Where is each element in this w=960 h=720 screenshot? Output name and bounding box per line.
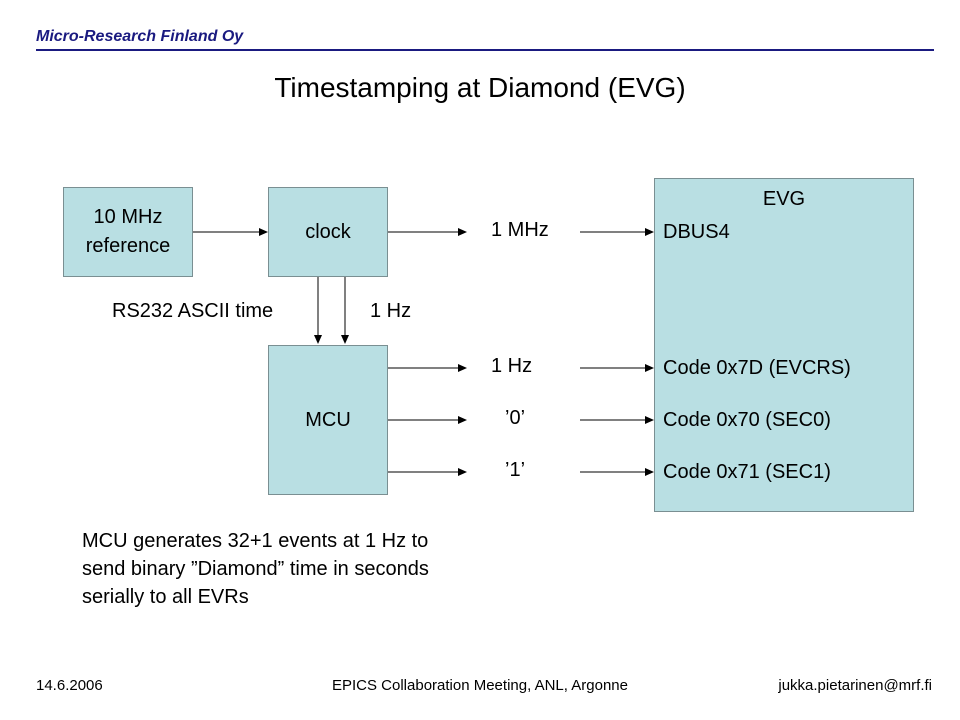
label-1hz-mcu: 1 Hz: [491, 355, 533, 377]
label-one: ’1’: [505, 459, 526, 481]
footer-event: EPICS Collaboration Meeting, ANL, Argonn…: [331, 677, 628, 694]
evg-code-sec0: Code 0x70 (SEC0): [663, 409, 831, 431]
mcu-box: MCU: [268, 345, 388, 495]
evg-code-sec1: Code 0x71 (SEC1): [663, 461, 831, 483]
slide-title: Timestamping at Diamond (EVG): [274, 72, 686, 103]
note-line-3: serially to all EVRs: [82, 586, 249, 608]
mcu-note: MCU generates 32+1 events at 1 Hz to sen…: [82, 527, 512, 611]
label-1hz-clock: 1 Hz: [370, 300, 412, 322]
note-line-2: send binary ”Diamond” time in seconds: [82, 558, 429, 580]
footer-email: jukka.pietarinen@mrf.fi: [778, 677, 932, 694]
label-zero: ’0’: [505, 407, 526, 429]
reference-box: 10 MHz reference: [63, 187, 193, 277]
evg-box: EVG DBUS4 Code 0x7D (EVCRS) Code 0x70 (S…: [654, 178, 914, 512]
evg-dbus4: DBUS4: [663, 221, 730, 243]
label-1mhz: 1 MHz: [491, 219, 549, 241]
evg-title: EVG: [762, 188, 806, 210]
footer-date: 14.6.2006: [36, 677, 103, 694]
mcu-label: MCU: [305, 408, 351, 431]
clock-label: clock: [305, 220, 351, 243]
evg-code-evcrs: Code 0x7D (EVCRS): [663, 357, 851, 379]
label-rs232: RS232 ASCII time: [112, 300, 274, 322]
note-line-1: MCU generates 32+1 events at 1 Hz to: [82, 530, 429, 552]
company-name: Micro-Research Finland Oy: [36, 28, 244, 45]
header-rule: [36, 49, 934, 51]
clock-box: clock: [268, 187, 388, 277]
reference-line1: 10 MHz: [93, 206, 163, 228]
reference-line2: reference: [85, 235, 171, 257]
